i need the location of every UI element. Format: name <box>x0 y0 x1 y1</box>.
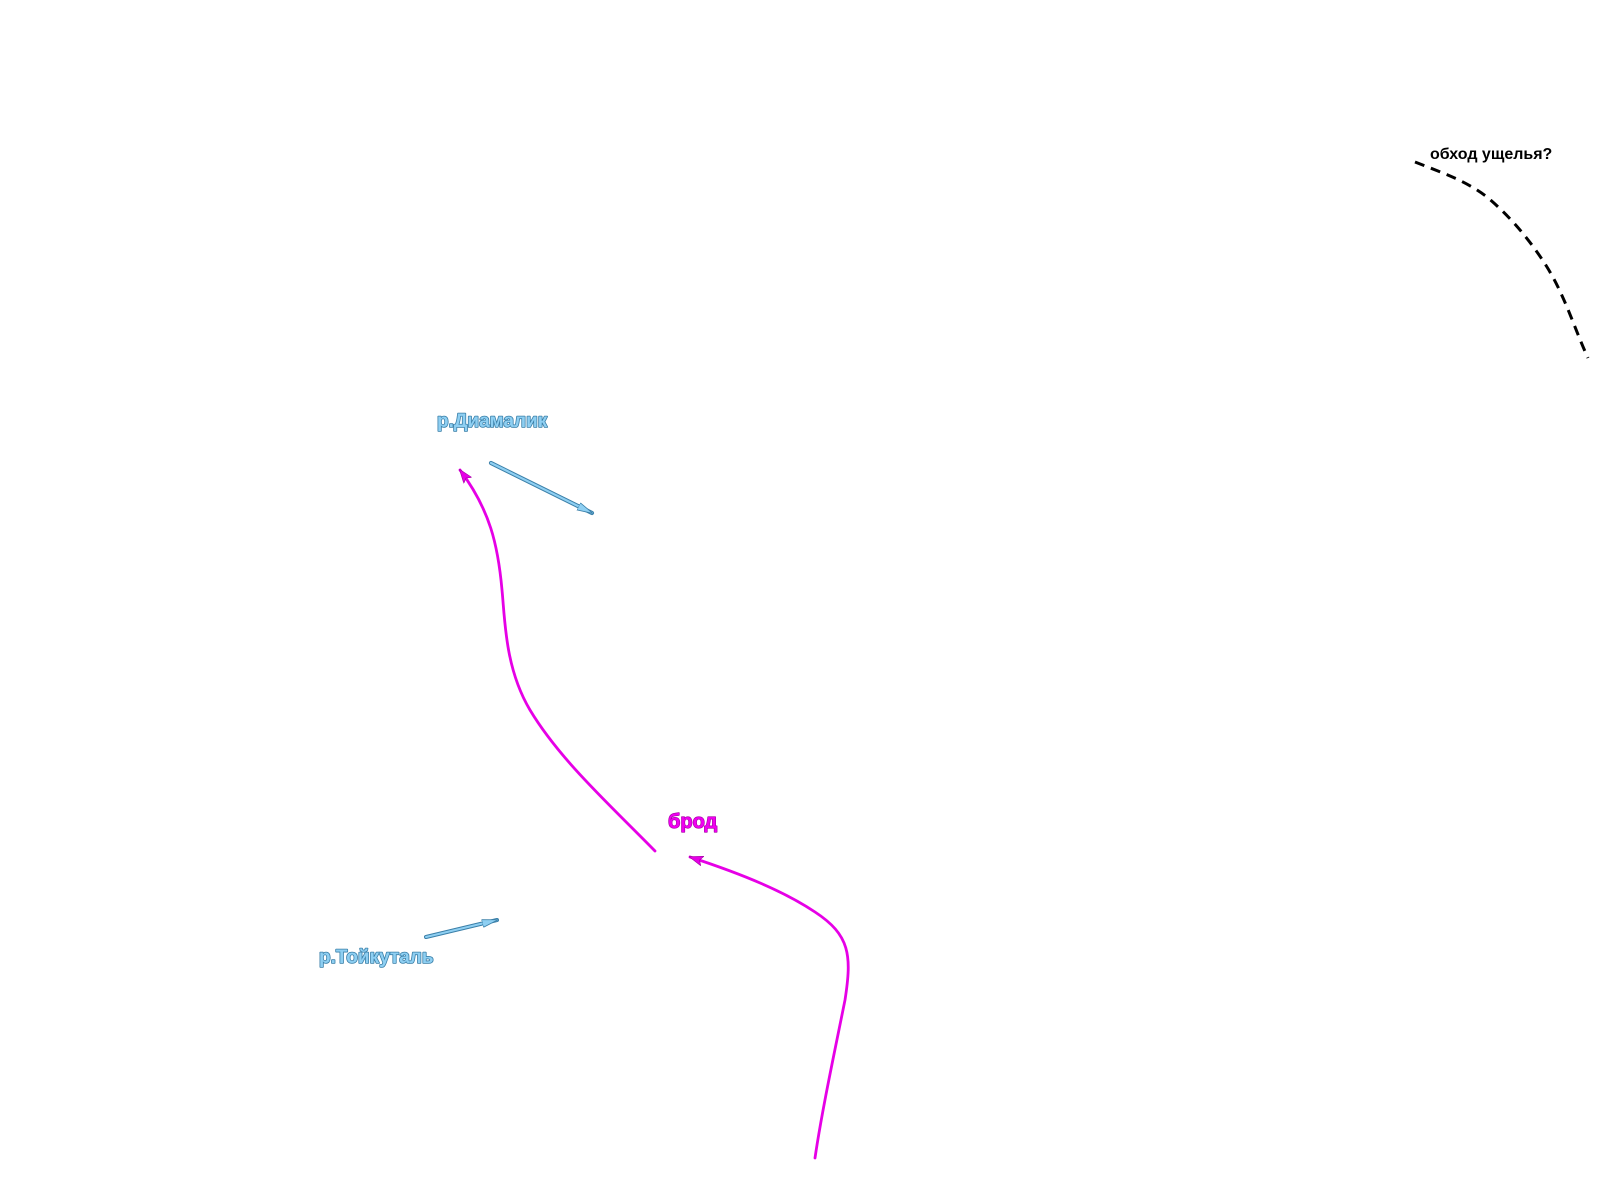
river-toikutal-label: р.Тойкуталь <box>319 947 434 968</box>
gorge-bypass-dashed-path <box>1414 160 1590 359</box>
gorge-bypass-label: обход ущелья? <box>1430 146 1552 163</box>
river-flow-arrow-icon <box>488 460 595 516</box>
route-lower-segment <box>690 855 850 1160</box>
river-diamalik-label: р.Диамалик <box>437 411 548 432</box>
river-flow-arrow-icon <box>424 918 499 939</box>
route-upper-segment <box>458 470 657 853</box>
ford-label: брод <box>668 811 718 833</box>
